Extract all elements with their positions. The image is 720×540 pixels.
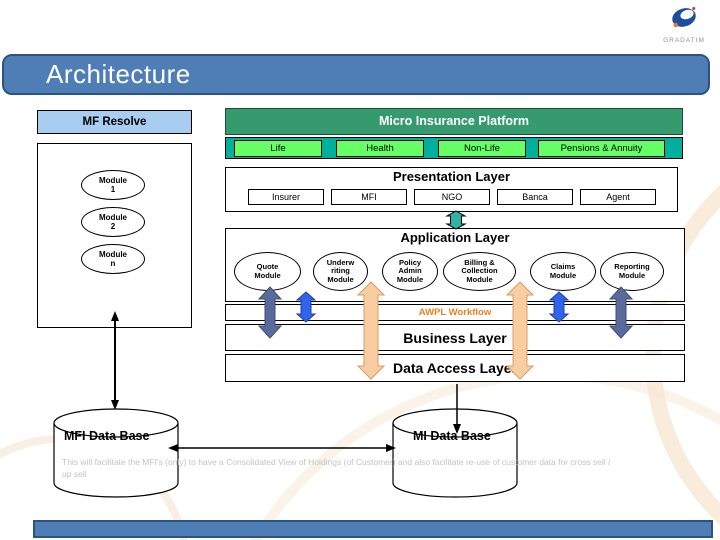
module-label: Module <box>254 270 281 280</box>
channel-box-mfi: MFI <box>331 189 407 205</box>
channel-box-banca: Banca <box>497 189 573 205</box>
module-label: Billing & <box>464 257 495 267</box>
channel-box-agent: Agent <box>580 189 656 205</box>
channel-box-ngo: NGO <box>414 189 490 205</box>
teal-connector-arrow <box>445 210 467 230</box>
bottom-accent-bar <box>33 520 713 538</box>
module-label: Admin <box>398 266 422 276</box>
module-label: Module <box>396 274 424 284</box>
module-label: Module <box>618 270 646 280</box>
module-label: Claims <box>550 261 576 271</box>
slide-title-bar: Architecture <box>2 54 710 95</box>
mi-database-label: MI Data Base <box>413 429 491 443</box>
module-label: 2 <box>110 222 116 231</box>
data-access-layer-label: Data Access Layer <box>392 360 517 376</box>
gradatim-logo: GRADATIM <box>654 4 714 44</box>
module-label: Underw <box>326 257 355 267</box>
footer-note-line2: up sell <box>62 469 87 479</box>
mf-resolve-header: MF Resolve <box>37 110 192 134</box>
app-module-oval-quote: Quote Module <box>234 252 301 291</box>
data-access-layer-bar: Data Access Layer <box>225 354 685 382</box>
module-label: Module <box>99 249 127 259</box>
business-layer-label: Business Layer <box>403 330 507 346</box>
presentation-layer-title: Presentation Layer <box>392 169 511 184</box>
mf-module-oval: Module 2 <box>81 207 145 237</box>
micro-insurance-platform-header: Micro Insurance Platform <box>225 108 683 135</box>
application-layer-box: Application Layer Quote Module Underw ri… <box>225 228 685 302</box>
product-box-life: Life <box>234 140 322 157</box>
module-label: Module <box>466 274 493 284</box>
awpl-workflow-bar: AWPL Workflow <box>225 304 685 321</box>
module-label: Reporting <box>614 261 650 271</box>
module-label: riting <box>331 266 350 276</box>
gradatim-logo-icon <box>672 7 696 28</box>
mf-module-oval: Module n <box>81 244 145 274</box>
business-layer-bar: Business Layer <box>225 324 685 351</box>
gradatim-logo-text: GRADATIM <box>663 37 705 44</box>
application-layer-title: Application Layer <box>400 230 510 245</box>
module-label: Module <box>327 274 354 284</box>
module-label: Module <box>549 270 577 280</box>
product-box-pensions-annuity: Pensions & Annuity <box>538 140 665 157</box>
app-module-oval-underwriting: Underw riting Module <box>313 252 368 291</box>
module-label: Policy <box>398 257 422 267</box>
module-label: n <box>110 259 116 268</box>
app-module-oval-claims: Claims Module <box>530 252 596 291</box>
app-module-oval-policy-admin: Policy Admin Module <box>382 252 438 291</box>
footer-note-line1: This will facilitate the MFI's (only) to… <box>62 457 611 467</box>
mfi-database-label: MFI Data Base <box>64 429 150 443</box>
module-label: 1 <box>110 185 116 194</box>
module-label: Module <box>99 212 127 222</box>
product-box-health: Health <box>336 140 424 157</box>
presentation-layer-box: Presentation Layer Insurer MFI NGO Banca… <box>225 167 678 212</box>
footer-note: This will facilitate the MFI's (only) to… <box>62 456 712 480</box>
app-module-oval-reporting: Reporting Module <box>600 252 664 291</box>
module-label: Module <box>99 175 127 185</box>
mf-module-oval: Module 1 <box>81 170 145 200</box>
module-label: Quote <box>256 261 279 271</box>
watermark-ring <box>200 370 720 540</box>
product-strip: Life Health Non-Life Pensions & Annuity <box>225 137 683 159</box>
slide-title: Architecture <box>46 59 191 89</box>
awpl-workflow-label: AWPL Workflow <box>418 307 492 318</box>
app-module-oval-billing-collection: Billing & Collection Module <box>443 252 516 291</box>
channel-box-insurer: Insurer <box>248 189 324 205</box>
module-label: Collection <box>461 266 498 276</box>
product-box-non-life: Non-Life <box>438 140 526 157</box>
